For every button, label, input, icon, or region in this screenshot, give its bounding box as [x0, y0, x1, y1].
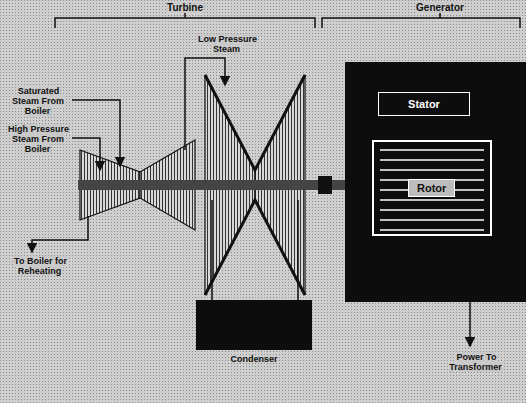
hp-steam-line	[72, 138, 100, 170]
flow-label: Power To Transformer	[449, 352, 503, 372]
label-holder: Saturated Steam From Boiler	[4, 86, 72, 116]
part-name: Stator	[408, 98, 440, 110]
flow-label: High Pressure Steam From Boiler	[7, 124, 69, 154]
rotor-box: Rotor	[372, 140, 492, 236]
part-name: Rotor	[408, 179, 455, 197]
lp-steam-line	[185, 58, 225, 150]
shaft	[78, 180, 353, 190]
label-holder: Low Pressure Steam	[192, 34, 262, 54]
section-label: Generator	[415, 2, 465, 13]
coupling	[318, 176, 332, 194]
stator-box: Stator	[378, 92, 470, 116]
section-label: Turbine	[166, 2, 204, 13]
reheat-line	[32, 216, 88, 252]
flow-label: Saturated Steam From Boiler	[12, 86, 64, 116]
label-holder: Generator	[405, 2, 475, 14]
label-holder: To Boiler for Reheating	[4, 256, 76, 276]
flow-label: To Boiler for Reheating	[13, 256, 67, 276]
turbine-bracket	[55, 12, 315, 28]
label-holder: Power To Transformer	[436, 352, 516, 372]
generator-bracket	[322, 12, 520, 28]
part-name: Condenser	[196, 354, 312, 364]
power-line	[469, 302, 471, 346]
exhaust-lines	[212, 200, 298, 300]
flow-label: Low Pressure Steam	[197, 34, 257, 54]
condenser-vessel	[196, 300, 312, 350]
saturated-steam-line	[72, 100, 120, 166]
condenser-box: Condenser	[196, 300, 312, 364]
label-holder: Turbine	[150, 2, 220, 14]
label-holder: High Pressure Steam From Boiler	[4, 124, 72, 154]
generator-housing	[345, 62, 526, 302]
